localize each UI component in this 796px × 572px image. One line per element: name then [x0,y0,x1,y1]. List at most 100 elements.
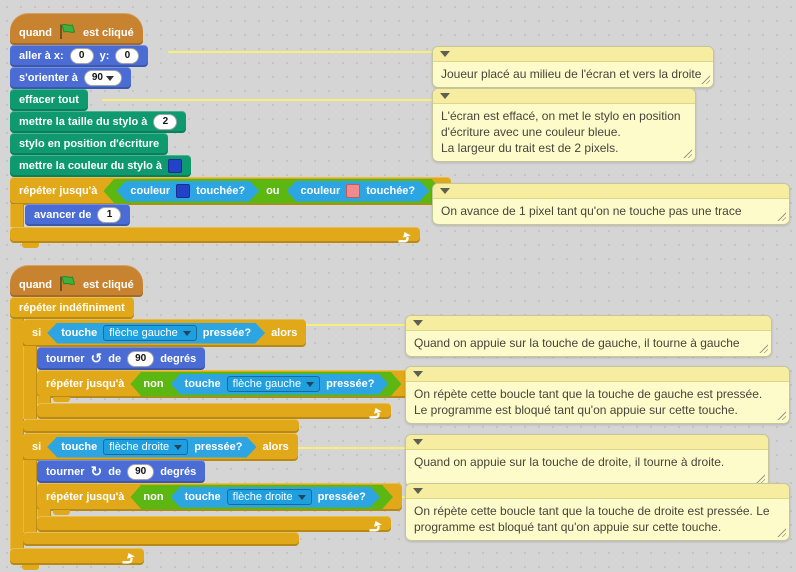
condition-color-touching-2[interactable]: couleur touchée? [287,181,430,202]
comment-header[interactable] [433,184,789,199]
block-label: répéter jusqu'à [46,491,125,503]
input-degrees[interactable]: 90 [127,463,155,480]
block-label: mettre la couleur du stylo à [19,160,163,172]
comment-header[interactable] [406,484,789,499]
comment-text: Quand on appuie sur la touche de droite,… [414,455,725,469]
operator-not[interactable]: non touche flèche droite pressée? [130,485,392,510]
block-if-left-arrow[interactable]: si touche flèche gauche pressée? alors [23,319,307,347]
resize-handle-icon[interactable] [682,148,692,158]
collapse-triangle-icon[interactable] [413,320,423,326]
collapse-triangle-icon[interactable] [413,439,423,445]
if-bottom[interactable] [23,419,299,433]
block-clear[interactable]: effacer tout [10,89,88,111]
resize-handle-icon[interactable] [776,410,786,420]
block-set-pen-size[interactable]: mettre la taille du stylo à 2 [10,111,187,133]
block-label: quand [19,27,52,39]
key-dropdown[interactable]: flèche droite [103,439,188,455]
repeat-arm[interactable] [37,509,51,517]
collapse-triangle-icon[interactable] [413,371,423,377]
direction-dropdown[interactable]: 90 [83,70,122,86]
comment[interactable]: L'écran est effacé, on met le stylo en p… [432,88,696,162]
if-arm[interactable] [23,346,37,419]
block-move-steps[interactable]: avancer de 1 [25,204,131,226]
resize-handle-icon[interactable] [758,343,768,353]
block-label: si [32,441,42,453]
touch-color-picker-1[interactable] [176,184,190,198]
comment-header[interactable] [406,435,768,450]
block-turn-ccw[interactable]: tourner ↺ de 90 degrés [37,347,206,370]
repeat-until-arm[interactable] [10,204,24,227]
block-label: est cliqué [83,27,134,39]
resize-handle-icon[interactable] [776,527,786,537]
key-dropdown[interactable]: flèche gauche [103,325,197,341]
block-label: aller à x: [19,50,64,62]
key-dropdown[interactable]: flèche droite [227,489,312,505]
block-label: si [32,327,42,339]
condition-key-pressed-left[interactable]: touche flèche gauche pressée? [171,374,389,395]
comment[interactable]: Quand on appuie sur la touche de gauche,… [405,315,772,357]
block-go-to-xy[interactable]: aller à x: 0 y: 0 [10,45,149,67]
pen-color-picker[interactable] [168,159,183,173]
block-forever[interactable]: répéter indéfiniment [10,297,134,319]
if-bottom[interactable] [23,532,299,546]
block-turn-cw[interactable]: tourner ↻ de 90 degrés [37,460,206,483]
block-set-pen-color[interactable]: mettre la couleur du stylo à [10,155,192,177]
block-label: est cliqué [83,279,134,291]
block-when-flag-clicked[interactable]: quand est cliqué [10,13,143,45]
chevron-down-icon [106,75,114,81]
resize-handle-icon[interactable] [776,211,786,221]
block-label: degrés [160,465,197,478]
repeat-until-bottom[interactable] [37,516,391,532]
input-x[interactable]: 0 [69,48,94,64]
block-point-in-direction[interactable]: s'orienter à 90 [10,67,131,89]
operator-or[interactable]: couleur touchée? ou couleur touchée? [103,179,442,204]
or-label: ou [266,185,280,197]
chevron-down-icon [306,382,314,387]
resize-handle-icon[interactable] [755,473,765,483]
touch-color-picker-2[interactable] [346,184,360,198]
condition-color-touching-1[interactable]: couleur touchée? [116,181,259,202]
block-pen-down[interactable]: stylo en position d'écriture [10,133,169,155]
block-repeat-until[interactable]: répéter jusqu'à couleur touchée? ou coul… [10,177,452,205]
block-label: répéter jusqu'à [46,378,125,390]
if-arm[interactable] [23,460,37,533]
comment[interactable]: On répète cette boucle tant que la touch… [405,366,790,424]
condition-key-pressed-right[interactable]: touche flèche droite pressée? [47,437,256,458]
turn-counterclockwise-icon: ↺ [90,350,103,367]
collapse-triangle-icon[interactable] [440,51,450,57]
comment-header[interactable] [433,47,713,62]
comment-header[interactable] [433,89,695,104]
repeat-arm[interactable] [37,396,51,404]
comment[interactable]: On avance de 1 pixel tant qu'on ne touch… [432,183,790,225]
input-steps[interactable]: 1 [97,207,122,223]
comment-header[interactable] [406,316,771,331]
stack-end-nub [22,243,39,248]
block-repeat-until-left[interactable]: répéter jusqu'à non touche flèche gauche… [37,370,411,398]
resize-handle-icon[interactable] [700,74,710,84]
block-label: stylo en position d'écriture [19,138,160,150]
comment-text: On répète cette boucle tant que la touch… [414,504,773,534]
input-pen-size[interactable]: 2 [153,114,178,130]
operator-not[interactable]: non touche flèche gauche pressée? [130,372,401,397]
comment[interactable]: Joueur placé au milieu de l'écran et ver… [432,46,714,88]
collapse-triangle-icon[interactable] [440,188,450,194]
repeat-until-bottom[interactable] [37,403,391,419]
forever-bottom[interactable] [10,548,144,565]
block-repeat-until-right[interactable]: répéter jusqu'à non touche flèche droite… [37,483,402,511]
condition-key-pressed-left[interactable]: touche flèche gauche pressée? [47,323,265,344]
comment[interactable]: Quand on appuie sur la touche de droite,… [405,434,769,487]
condition-key-pressed-right[interactable]: touche flèche droite pressée? [171,487,380,508]
input-y[interactable]: 0 [115,48,140,64]
collapse-triangle-icon[interactable] [413,488,423,494]
collapse-triangle-icon[interactable] [440,93,450,99]
forever-arm[interactable] [10,319,24,549]
comment[interactable]: On répète cette boucle tant que la touch… [405,483,790,541]
input-degrees[interactable]: 90 [127,350,155,367]
block-label: alors [262,441,289,453]
block-when-flag-clicked[interactable]: quand est cliqué [10,265,143,297]
comment-header[interactable] [406,367,789,382]
key-dropdown[interactable]: flèche gauche [227,376,321,392]
block-label: répéter indéfiniment [19,302,125,314]
block-if-right-arrow[interactable]: si touche flèche droite pressée? alors [23,433,298,461]
repeat-until-bottom[interactable] [10,227,420,243]
